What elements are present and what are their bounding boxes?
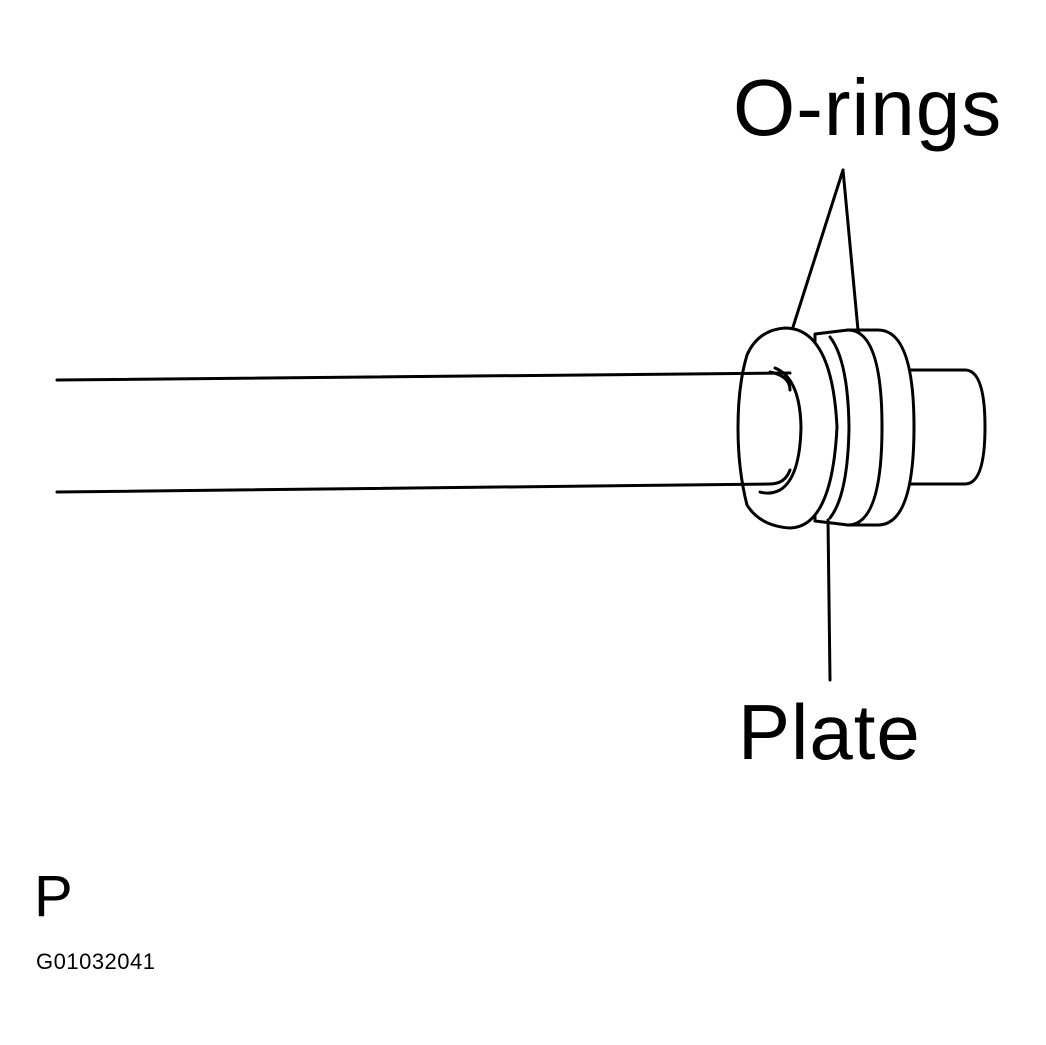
figure-id-label: G01032041 bbox=[36, 949, 156, 974]
plate-leader-line bbox=[826, 518, 832, 682]
o-ring-left bbox=[736, 326, 839, 530]
o-rings-label: O-rings bbox=[733, 63, 1003, 152]
pipe bbox=[55, 370, 792, 494]
pipe-end-stub bbox=[903, 368, 987, 486]
plate-label: Plate bbox=[738, 688, 921, 776]
section-code-label: P bbox=[34, 864, 73, 929]
o-rings-leader-lines bbox=[791, 168, 860, 332]
